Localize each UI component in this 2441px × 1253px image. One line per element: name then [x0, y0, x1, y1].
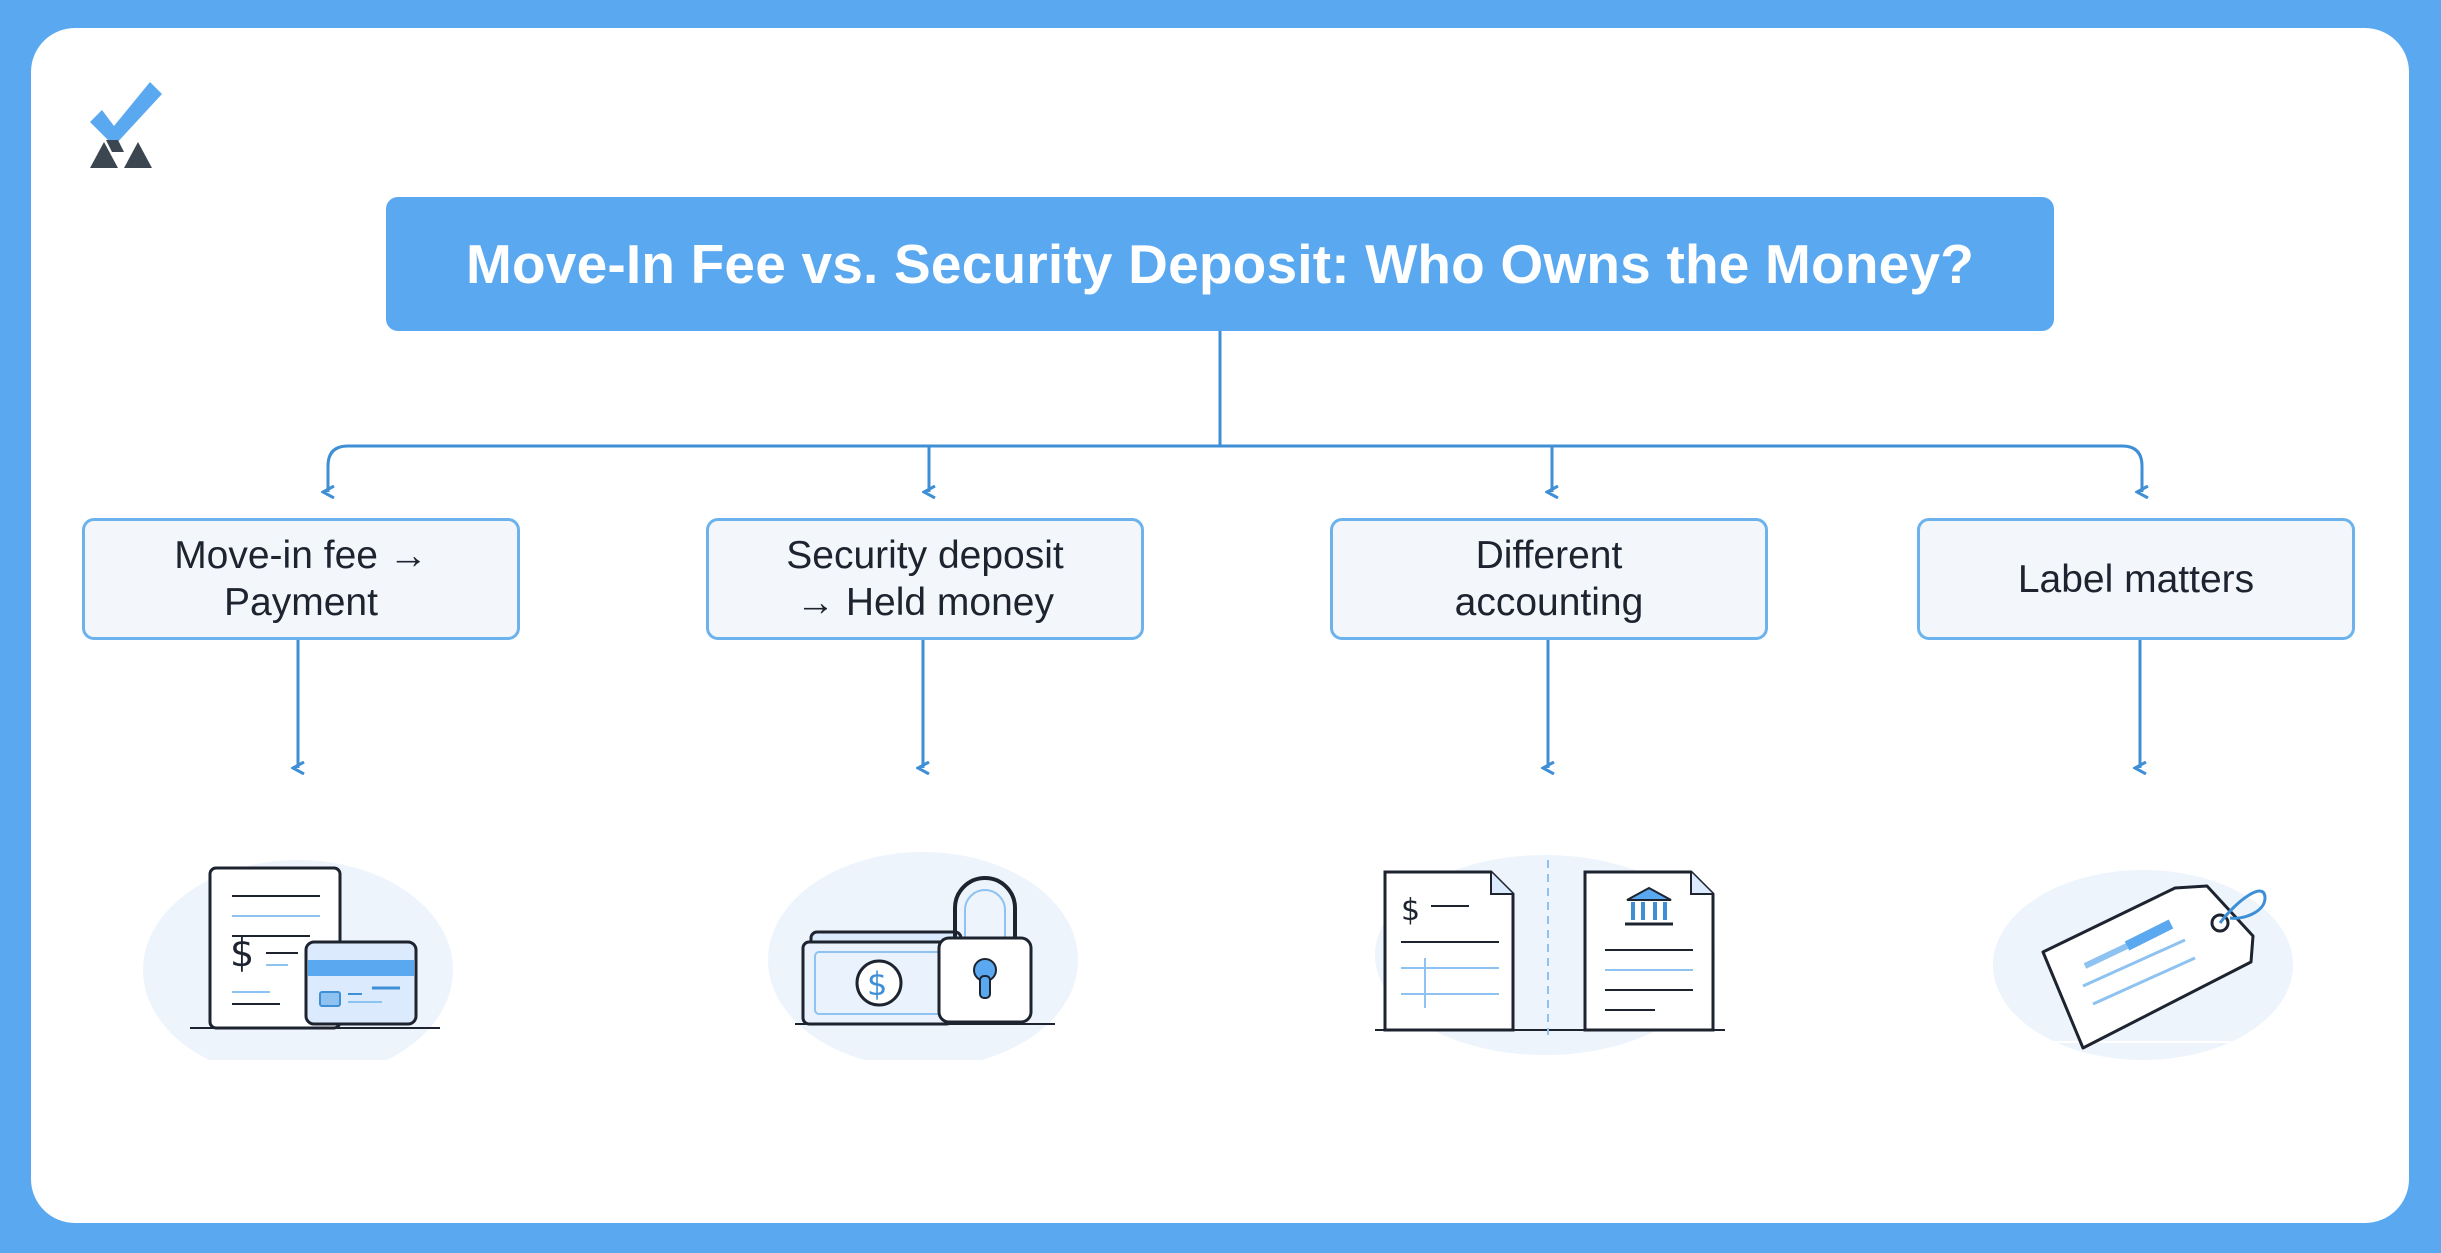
- node-security-deposit: Security deposit → Held money: [706, 518, 1144, 640]
- node-label-matters: Label matters: [1917, 518, 2355, 640]
- brand-logo-icon: [90, 82, 162, 168]
- node-different-accounting: Different accounting: [1330, 518, 1768, 640]
- node-label: Different accounting: [1454, 534, 1644, 624]
- price-tag-icon: [1993, 870, 2293, 1060]
- two-ledger-documents-icon: $: [1375, 855, 1725, 1055]
- svg-text:$: $: [867, 965, 887, 1003]
- node-label: Move-in fee → Payment: [174, 534, 428, 624]
- invoice-and-credit-card-icon: $: [143, 860, 453, 1060]
- node-label: Security deposit → Held money: [786, 534, 1064, 624]
- diagram-title: Move-In Fee vs. Security Deposit: Who Ow…: [386, 197, 2054, 331]
- svg-text:$: $: [1401, 893, 1420, 928]
- cash-with-padlock-icon: $: [768, 852, 1078, 1060]
- node-label: Label matters: [2017, 557, 2255, 601]
- node-move-in-fee: Move-in fee → Payment: [82, 518, 520, 640]
- diagram-title-text: Move-In Fee vs. Security Deposit: Who Ow…: [465, 233, 1975, 295]
- svg-text:$: $: [230, 931, 254, 975]
